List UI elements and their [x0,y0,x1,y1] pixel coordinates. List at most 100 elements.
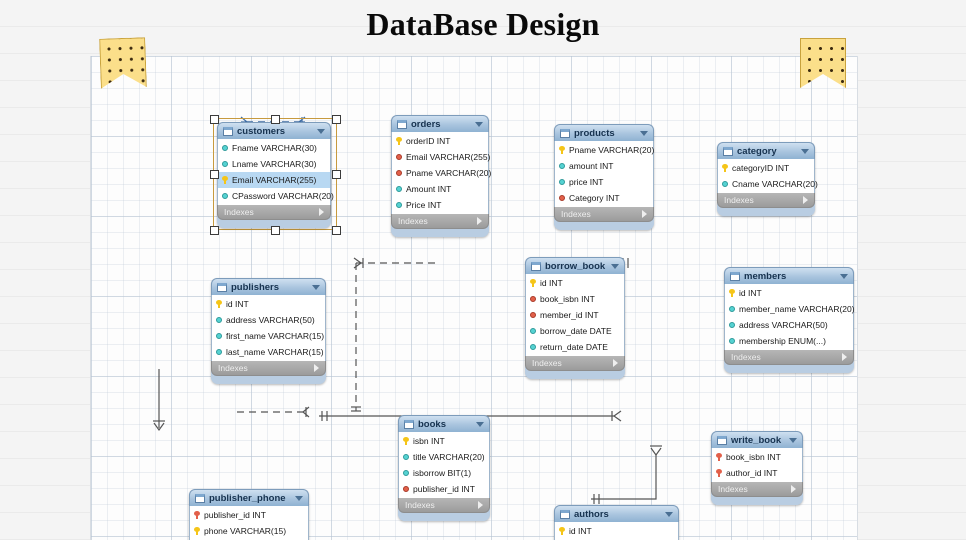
table-row[interactable]: author_id INT [712,465,802,481]
expand-arrow-icon[interactable] [477,217,482,225]
table-row[interactable]: Cname VARCHAR(20) [718,176,818,192]
resize-handle[interactable] [332,226,341,235]
expand-arrow-icon[interactable] [642,210,647,218]
table-header-books[interactable]: books [398,415,490,432]
table-row[interactable]: CPassword VARCHAR(20) [218,188,334,204]
table-row[interactable]: Email VARCHAR(255) [392,149,490,165]
table-header-authors[interactable]: authors [554,505,679,522]
table-row[interactable]: book_isbn INT [712,449,802,465]
indexes-bar-category[interactable]: Indexes [717,193,815,208]
table-row[interactable]: Email VARCHAR(255) [218,172,330,188]
resize-handle[interactable] [210,115,219,124]
expand-arrow-icon[interactable] [803,196,808,204]
indexes-bar-members[interactable]: Indexes [724,350,854,365]
table-row[interactable]: first_name VARCHAR(15) [212,328,325,344]
table-header-members[interactable]: members [724,267,854,284]
table-row[interactable]: Pname VARCHAR(20) [392,165,491,181]
table-row[interactable]: phone VARCHAR(15) [190,523,308,539]
primary-key-icon [729,289,735,297]
table-row[interactable]: Pname VARCHAR(20) [555,142,654,158]
expand-arrow-icon[interactable] [842,353,847,361]
table-footer [398,513,490,521]
table-row[interactable]: address VARCHAR(50) [212,312,325,328]
resize-handle[interactable] [271,226,280,235]
table-row[interactable]: categoryID INT [718,160,814,176]
table-row[interactable]: id INT [725,285,853,301]
table-row[interactable]: title VARCHAR(20) [399,449,489,465]
table-row[interactable]: publisher_id INT [399,481,489,497]
table-header-products[interactable]: products [554,124,654,141]
resize-handle[interactable] [332,170,341,179]
table-row[interactable]: book_isbn INT [526,291,624,307]
expand-arrow-icon[interactable] [613,359,618,367]
table-row[interactable]: Amount INT [392,181,488,197]
chevron-down-icon[interactable] [476,421,484,427]
chevron-down-icon[interactable] [640,130,648,136]
indexes-bar-orders[interactable]: Indexes [391,214,489,229]
table-row[interactable]: membership ENUM(...) [725,333,853,349]
chevron-down-icon[interactable] [801,148,809,154]
expand-arrow-icon[interactable] [319,208,324,216]
indexes-bar-publishers[interactable]: Indexes [211,361,326,376]
table-header-write_book[interactable]: write_book [711,431,803,448]
indexes-bar-borrow_book[interactable]: Indexes [525,356,625,371]
table-row[interactable]: address VARCHAR(50) [725,317,853,333]
table-row[interactable]: Fname VARCHAR(30) [218,140,330,156]
table-row[interactable]: member_name VARCHAR(20) [725,301,855,317]
resize-handle[interactable] [332,115,341,124]
table-header-category[interactable]: category [717,142,815,159]
table-row[interactable]: isbn INT [399,433,489,449]
table-row[interactable]: Price INT [392,197,488,213]
chevron-down-icon[interactable] [475,121,483,127]
table-row[interactable]: last_name VARCHAR(15) [212,344,325,360]
chevron-down-icon[interactable] [665,511,673,517]
chevron-down-icon[interactable] [611,263,619,269]
table-row[interactable]: borrow_date DATE [526,323,624,339]
resize-handle[interactable] [271,115,280,124]
column-label: borrow_date DATE [540,326,612,336]
table-header-publisher_phone[interactable]: publisher_phone [189,489,309,506]
indexes-bar-write_book[interactable]: Indexes [711,482,803,497]
table-row[interactable]: id INT [555,523,678,539]
table-row[interactable]: Lname VARCHAR(30) [218,156,330,172]
chevron-down-icon[interactable] [312,284,320,290]
table-header-customers[interactable]: customers [217,122,331,139]
table-row[interactable]: isborrow BIT(1) [399,465,489,481]
chevron-down-icon[interactable] [840,273,848,279]
table-row[interactable]: Category INT [555,190,653,206]
indexes-bar-books[interactable]: Indexes [398,498,490,513]
chevron-down-icon[interactable] [295,495,303,501]
expand-arrow-icon[interactable] [478,501,483,509]
indexes-bar-customers[interactable]: Indexes [217,205,331,220]
table-row[interactable]: amount INT [555,158,653,174]
table-row[interactable]: id INT [212,296,325,312]
chevron-down-icon[interactable] [789,437,797,443]
table-row[interactable]: member_id INT [526,307,624,323]
table-header-borrow_book[interactable]: borrow_book [525,257,625,274]
table-header-publishers[interactable]: publishers [211,278,326,295]
indexes-bar-products[interactable]: Indexes [554,207,654,222]
chevron-down-icon[interactable] [317,128,325,134]
resize-handle[interactable] [210,226,219,235]
table-row[interactable]: price INT [555,174,653,190]
table-row[interactable]: publisher_id INT [190,507,308,523]
table-row[interactable]: return_date DATE [526,339,624,355]
expand-arrow-icon[interactable] [314,364,319,372]
expand-arrow-icon[interactable] [791,485,796,493]
resize-handle[interactable] [210,170,219,179]
table-row[interactable]: id INT [526,275,624,291]
table-row[interactable]: orderID INT [392,133,488,149]
table-header-orders[interactable]: orders [391,115,489,132]
